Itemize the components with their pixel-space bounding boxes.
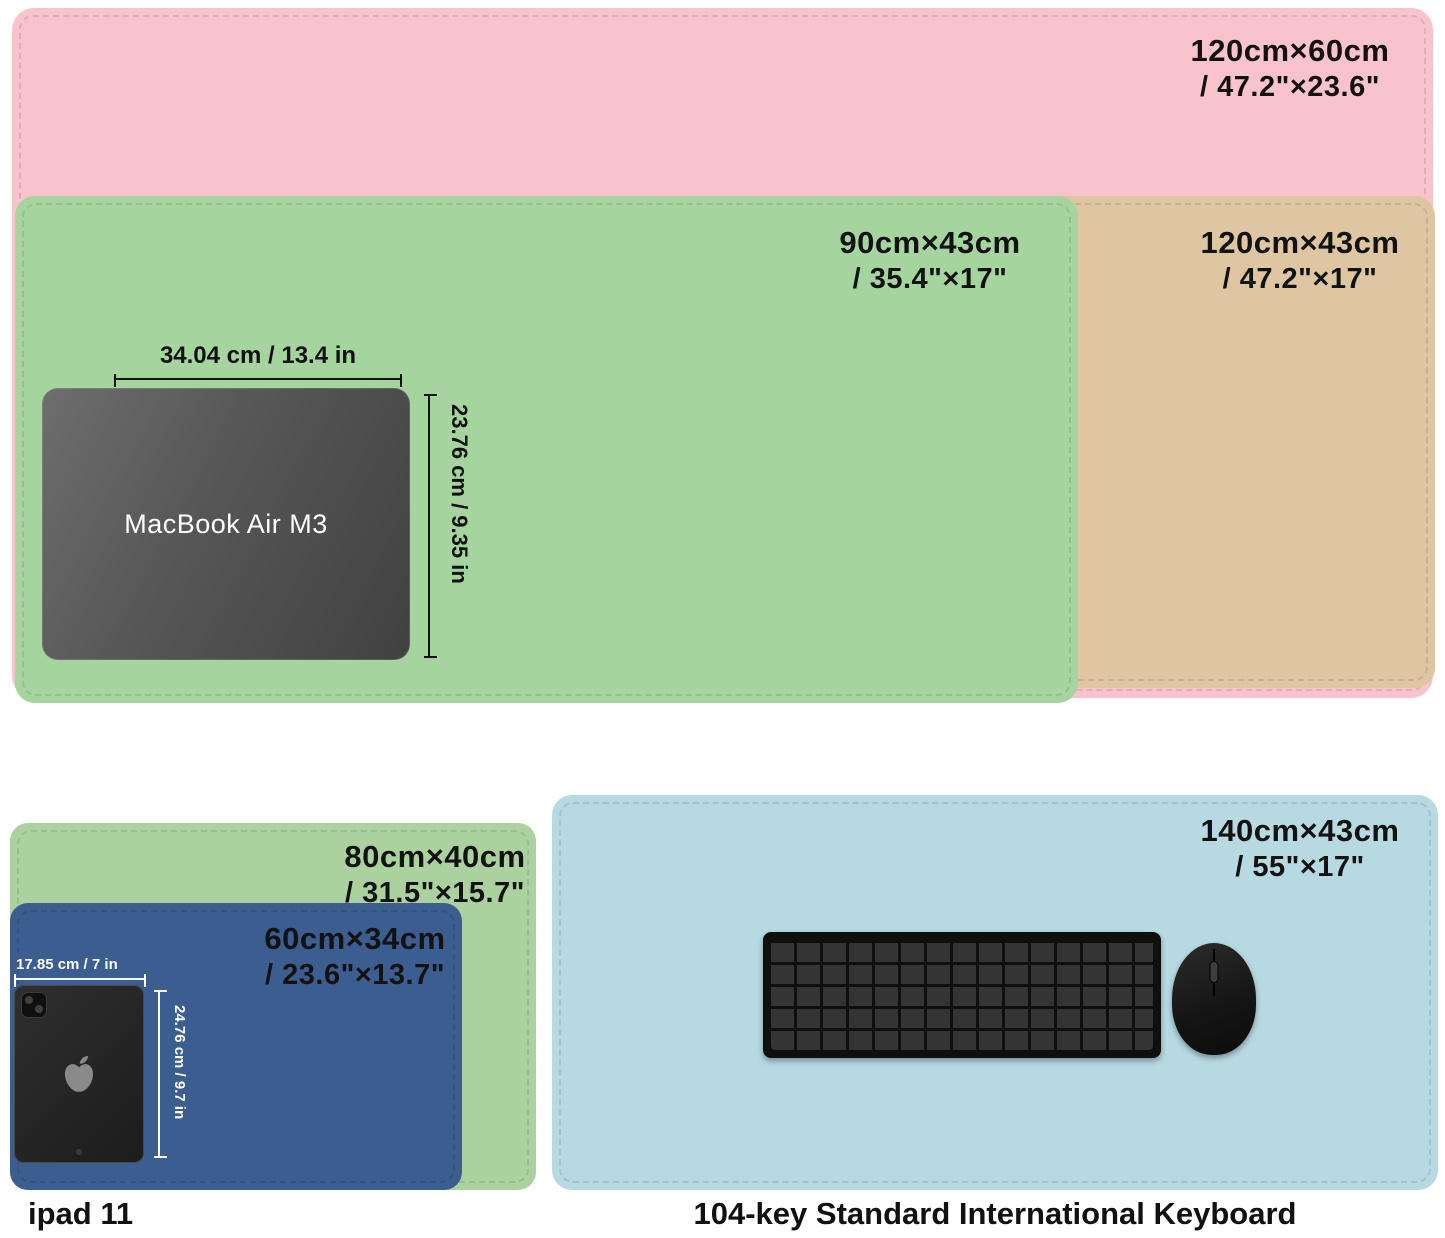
ipad-camera-icon [21,992,47,1018]
green-size-metric: 90cm×43cm [839,225,1021,260]
macbook-width-dimension-text: 34.04 cm / 13.4 in [159,342,357,369]
label-pink-size: 120cm×60cm / 47.2"×23.6" [1160,32,1420,105]
keyboard-keys [771,940,1153,1050]
tan-size-metric: 120cm×43cm [1200,225,1400,260]
label-tan-size: 120cm×43cm / 47.2"×17" [1175,224,1425,297]
macbook-label: MacBook Air M3 [124,508,328,539]
label-lightgreen-size: 80cm×40cm / 31.5"×15.7" [330,838,540,911]
mouse-image [1172,943,1256,1055]
keyboard-caption: 104-key Standard International Keyboard [693,1196,1297,1231]
ipad-width-dimension-text: 17.85 cm / 7 in [16,956,118,973]
macbook-outline: MacBook Air M3 [42,388,410,660]
ipad-caption: ipad 11 [28,1196,134,1231]
blue-size-metric: 60cm×34cm [264,921,446,956]
lightgreen-size-metric: 80cm×40cm [344,839,526,874]
pink-size-imperial: / 47.2"×23.6" [1200,70,1380,103]
pink-size-metric: 120cm×60cm [1190,33,1390,68]
macbook-height-dimension-line [424,394,437,658]
label-green-size: 90cm×43cm / 35.4"×17" [800,224,1060,297]
lightblue-size-metric: 140cm×43cm [1200,813,1400,848]
ipad-height-dimension-text: 24.76 cm / 9.7 in [171,1005,188,1120]
tan-size-imperial: / 47.2"×17" [1222,262,1378,295]
label-lightblue-size: 140cm×43cm / 55"×17" [1180,812,1420,885]
ipad-home-dot [76,1149,82,1155]
macbook-height-dimension-text: 23.76 cm / 9.35 in [447,404,472,584]
blue-size-imperial: / 23.6"×13.7" [265,958,445,991]
keyboard-image [763,932,1161,1058]
mouse-scroll-wheel-icon [1209,961,1219,983]
ipad-outline [14,985,144,1163]
apple-logo-icon [64,1055,94,1092]
label-blue-size: 60cm×34cm / 23.6"×13.7" [250,920,460,993]
ipad-width-dimension-line [14,974,146,987]
ipad-height-dimension-line [154,990,167,1158]
green-size-imperial: / 35.4"×17" [852,262,1008,295]
lightblue-size-imperial: / 55"×17" [1235,850,1365,883]
lightgreen-size-imperial: / 31.5"×15.7" [345,876,525,909]
macbook-width-dimension-line [114,374,402,387]
